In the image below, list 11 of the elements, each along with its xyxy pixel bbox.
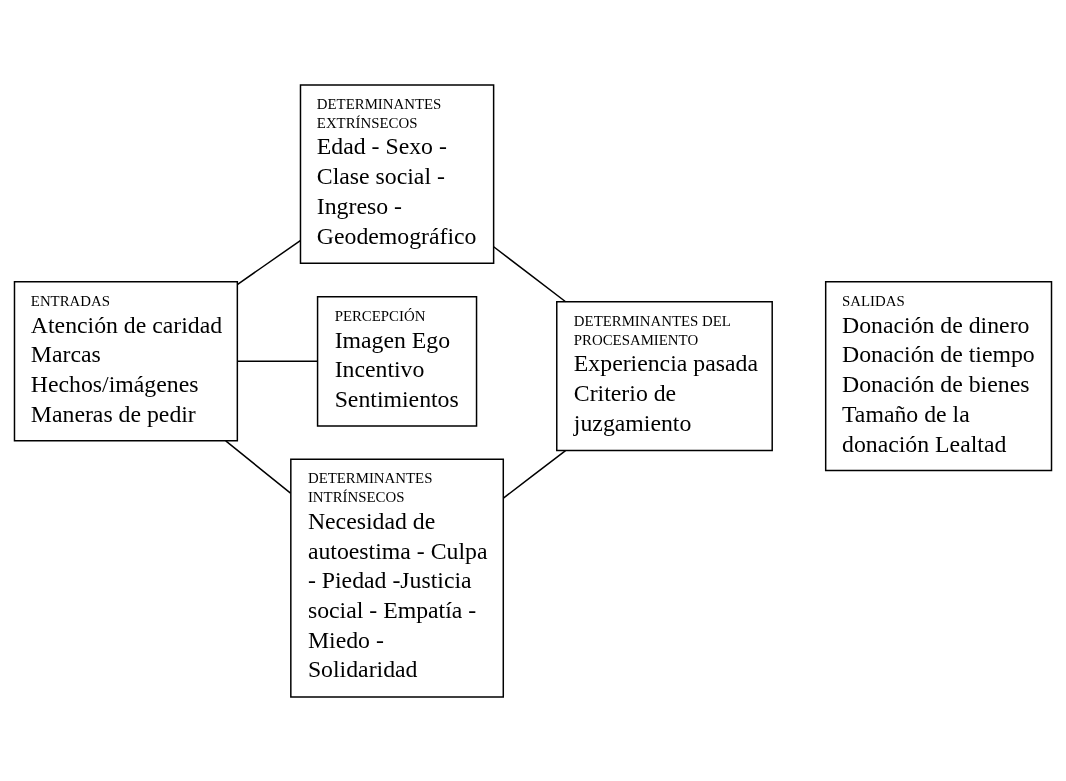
connector <box>236 360 319 362</box>
connector <box>236 239 302 285</box>
node-box: PERCEPCIÓN Imagen Ego Incentivo Sentimientos <box>316 295 478 427</box>
node-box: SALIDAS Donación de dinero Donación de tiempo Donación de bienes Tamaño de la donación Lealtad <box>824 280 1053 471</box>
node-box: ENTRADAS Atención de caridad Marcas Hechos/imágenes Maneras de pedir <box>13 280 239 441</box>
node-box: DETERMINANTES INTRÍNSECOS Necesidad de autoestima - Culpa - Piedad -Justicia social - Empatía - Miedo - Solidaridad <box>290 458 505 698</box>
connector <box>225 439 292 494</box>
node-box: DETERMINANTES DEL PROCESAMIENTO Experiencia pasada Criterio de juzgamiento <box>556 300 773 451</box>
connector <box>502 449 567 499</box>
connector <box>492 245 567 302</box>
node-box: DETERMINANTES EXTRÍNSECOS Edad - Sexo - Clase social - Ingreso - Geodemográfico <box>299 83 495 264</box>
